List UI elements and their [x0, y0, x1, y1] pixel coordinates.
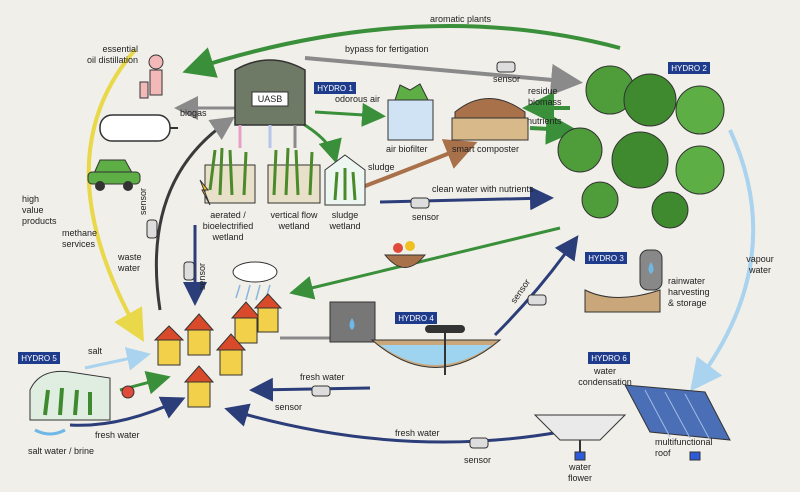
label-nutrients: nutrients [527, 116, 562, 126]
hydro3-badge: HYDRO 3 [585, 252, 627, 264]
fresh-water-hydro5-arrow [69, 396, 186, 427]
salt-greenhouse [29, 370, 135, 436]
sludge-wetland [324, 154, 366, 206]
label-fresh-water-hydro4: fresh water [300, 372, 345, 382]
hydro4-to-hydro2-arrow [493, 235, 579, 337]
uasb-label: UASB [258, 94, 283, 104]
nutrients-arrow [529, 112, 578, 145]
diagram-labels: aromatic plants bypass for fertigation e… [22, 14, 774, 483]
hydro2-badge: HYDRO 2 [668, 62, 710, 74]
vertical-flow-wetland [267, 147, 321, 204]
hydro2-to-center-arrow [289, 226, 561, 300]
sensor-clean-water: sensor [410, 197, 439, 222]
odorous-air-arrow [314, 102, 386, 127]
salt-arrow [84, 347, 151, 371]
svg-text:HYDRO 2: HYDRO 2 [671, 64, 707, 73]
oil-distillation-icon [139, 54, 164, 99]
rainwater-storage [584, 249, 663, 313]
uasb-to-sludge-arrow [299, 120, 342, 164]
hydro2-forest [557, 65, 725, 229]
rain-cloud [232, 261, 278, 301]
label-aromatic-plants: aromatic plants [430, 14, 492, 24]
sensor-top-label: sensor [493, 74, 520, 84]
svg-text:HYDRO 6: HYDRO 6 [591, 354, 627, 363]
hydro4-reservoir [329, 301, 502, 375]
label-air-biofilter: air biofilter [386, 144, 428, 154]
label-sludge: sludge [368, 162, 395, 172]
svg-text:HYDRO 1: HYDRO 1 [317, 84, 353, 93]
sensor-wetland-down: sensor [183, 261, 207, 290]
label-salt-water: salt water / brine [28, 446, 94, 456]
sensor-bottom-label: sensor [464, 455, 491, 465]
label-smart-composter: smart composter [452, 144, 519, 154]
clean-water-arrow [379, 186, 554, 211]
label-bypass: bypass for fertigation [345, 44, 429, 54]
sensor-clean-water-label: sensor [412, 212, 439, 222]
svg-text:HYDRO 4: HYDRO 4 [398, 314, 434, 323]
uasb-tank: UASB [234, 59, 306, 148]
multifunctional-roof [624, 384, 731, 461]
sensor-fresh-water-hydro4-label: sensor [275, 402, 302, 412]
water-flower [533, 414, 627, 461]
houses [153, 293, 283, 408]
fresh-water-bottom-arrow [224, 403, 561, 444]
aromatic-plants-arrow [182, 24, 621, 78]
label-clean-water: clean water with nutrients [432, 184, 534, 194]
car-icon [87, 159, 141, 191]
air-biofilter [387, 83, 434, 141]
sensor-fresh-water-hydro4: sensor [275, 385, 331, 412]
sensor-waste-water: sensor [138, 188, 158, 239]
svg-text:HYDRO 3: HYDRO 3 [588, 254, 624, 263]
hydro5-badge: HYDRO 5 [18, 352, 60, 364]
label-biogas: biogas [180, 108, 207, 118]
sludge-arrow [359, 139, 478, 190]
label-odorous-air: odorous air [335, 94, 380, 104]
high-value-arrow [86, 48, 144, 342]
sensor-top: sensor [493, 61, 520, 84]
smart-composter [451, 98, 529, 141]
bypass-arrow [304, 56, 583, 96]
hydro6-badge: HYDRO 6 [588, 352, 630, 364]
hydro4-badge: HYDRO 4 [395, 312, 437, 324]
waste-water-arrow [154, 116, 235, 311]
label-fresh-water-hydro5: fresh water [95, 430, 140, 440]
sensor-waste-water-label: sensor [138, 188, 148, 215]
sensor-wetland-down-label: sensor [197, 263, 207, 290]
biogas-tank-icon [99, 114, 178, 142]
hydro1-badge: HYDRO 1 [314, 82, 356, 94]
aerated-wetland [199, 147, 256, 206]
vapour-water-arrow [690, 129, 756, 392]
sensor-bottom: sensor [464, 437, 491, 465]
svg-text:HYDRO 5: HYDRO 5 [21, 354, 57, 363]
label-fresh-water-bottom: fresh water [395, 428, 440, 438]
label-salt: salt [88, 346, 103, 356]
fruit-bowl-icon [383, 241, 427, 268]
